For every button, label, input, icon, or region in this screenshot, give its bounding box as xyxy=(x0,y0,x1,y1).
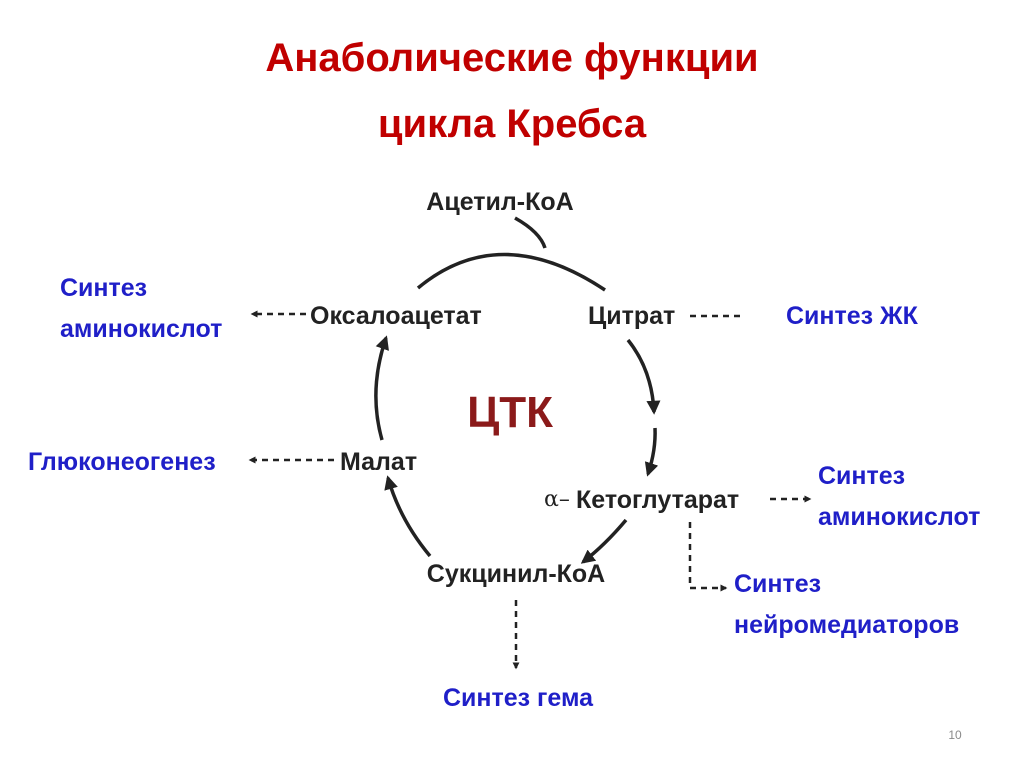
arc-midright-to-ketoglutarate xyxy=(644,427,659,477)
node-acetyl-coa: Ацетил-КоА xyxy=(426,188,573,216)
outcome-neurotransmitters-line-2: нейромедиаторов xyxy=(734,611,959,639)
node-ketoglutarate: Кетоглутарат xyxy=(576,486,739,514)
node-oxaloacetate: Оксалоацетат xyxy=(310,302,482,330)
arc-malate-to-oxaloacetate xyxy=(374,335,389,441)
node-citrate: Цитрат xyxy=(588,302,675,330)
arc-oxaloacetate-to-citrate xyxy=(416,252,606,292)
outcome-amino-acids-left-line-1: Синтез xyxy=(60,274,147,302)
node-succinyl-coa: Сукцинил-КоА xyxy=(427,560,605,588)
outgoing-arrows xyxy=(248,310,812,670)
outcome-amino-acids-left-line-2: аминокислот xyxy=(60,315,222,343)
arc-succinyl-coa-to-malate xyxy=(384,475,432,558)
arc-ketoglutarate-to-succinyl-coa xyxy=(580,518,628,564)
outcome-heme: Синтез гема xyxy=(443,684,594,712)
center-label: ЦТК xyxy=(467,388,553,437)
slide-title-line-1: Анаболические функции xyxy=(265,36,759,80)
cycle-arrows xyxy=(374,216,661,564)
arrow-ketoglutarate-to-neurotransmitters xyxy=(688,522,728,592)
outcome-fatty-acids: Синтез ЖК xyxy=(786,302,919,330)
slide-title-line-2: цикла Кребса xyxy=(377,102,647,146)
outcome-neurotransmitters-line-1: Синтез xyxy=(734,570,821,598)
outcome-amino-acids-right-line-1: Синтез xyxy=(818,462,905,490)
outcome-amino-acids-right-line-2: аминокислот xyxy=(818,503,980,531)
cycle-nodes: Ацетил-КоА Цитрат Оксалоацетат Малат α– … xyxy=(310,188,739,588)
page-number: 10 xyxy=(948,728,962,742)
outcome-gluconeogenesis: Глюконеогенез xyxy=(28,448,216,476)
node-ketoglutarate-prefix: α– xyxy=(544,487,570,512)
arc-citrate-to-midright xyxy=(626,338,661,415)
node-malate: Малат xyxy=(340,448,417,476)
arrow-acetyl-coa-to-citrate xyxy=(514,216,547,249)
outcome-labels: Синтез аминокислот Синтез ЖК Глюконеоген… xyxy=(28,274,980,712)
